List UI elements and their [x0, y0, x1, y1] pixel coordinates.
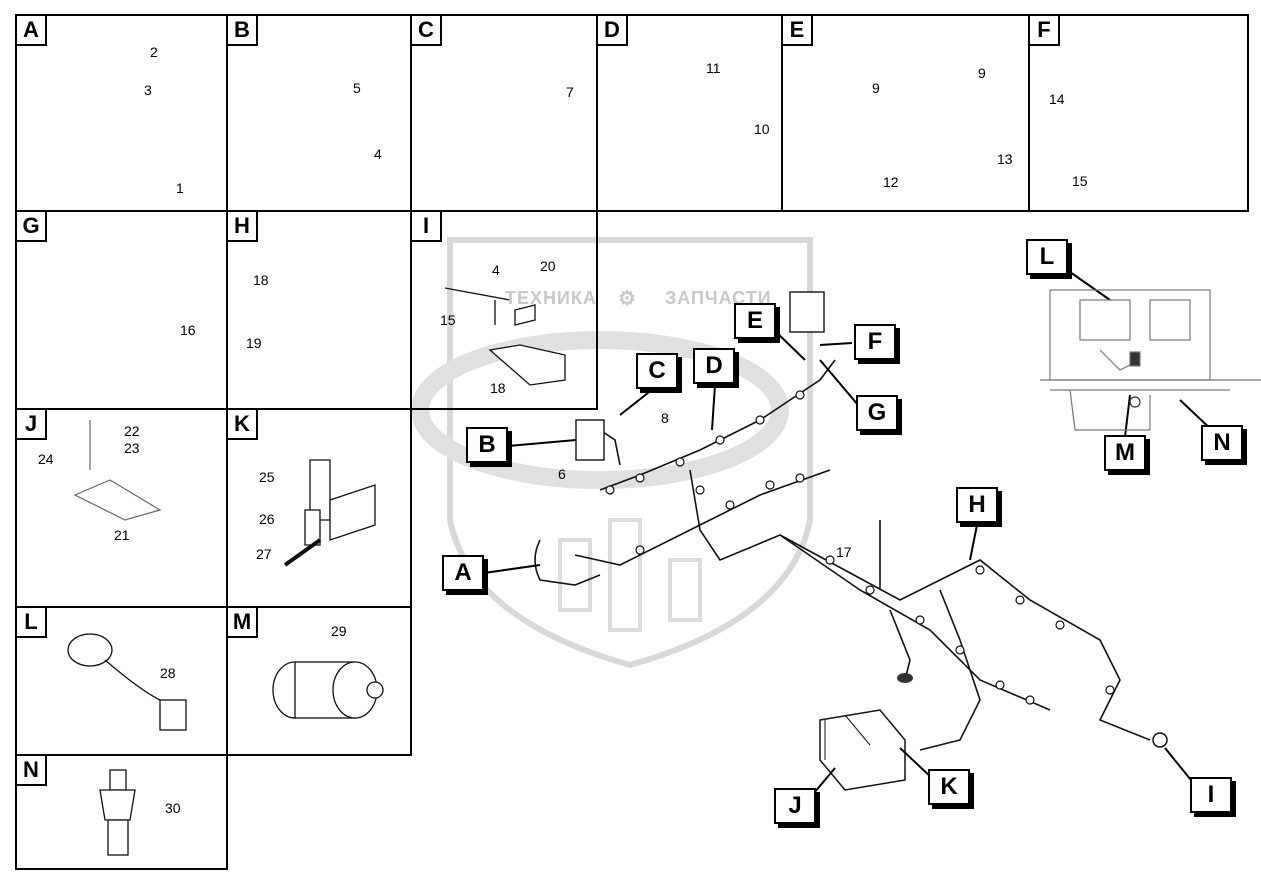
part-number: 2 — [150, 44, 158, 60]
panel-m-drawing — [272, 661, 384, 719]
callout-h: H — [956, 487, 998, 523]
panel-n-drawing — [99, 769, 136, 856]
part-number: 9 — [978, 65, 986, 81]
part-number: 17 — [836, 544, 852, 560]
part-number: 22 — [124, 423, 140, 439]
part-number: 10 — [754, 121, 770, 137]
harness-clips — [605, 390, 1115, 705]
panel-c-label: C — [412, 16, 442, 46]
panel-l-drawing — [67, 633, 187, 731]
panel-j-drawing — [73, 420, 162, 521]
panel-i-label: I — [412, 212, 442, 242]
panel-g-label: G — [17, 212, 47, 242]
panel-m-label: M — [228, 608, 258, 638]
panel-h-label: H — [228, 212, 258, 242]
part-number: 14 — [1049, 91, 1065, 107]
panel-l-label: L — [17, 608, 47, 638]
wire-harness — [534, 359, 1151, 751]
callout-k: K — [928, 769, 970, 805]
panel-d-label: D — [598, 16, 628, 46]
panel-k: K — [226, 408, 412, 608]
main-worklight — [575, 419, 605, 461]
part-number: 15 — [1072, 173, 1088, 189]
callout-a: A — [442, 555, 484, 591]
callout-i: I — [1190, 777, 1232, 813]
part-number: 27 — [256, 546, 272, 562]
panel-g: G — [15, 210, 228, 410]
watermark-text-left: ТЕХНИКА — [505, 288, 597, 308]
callout-j: J — [774, 788, 816, 824]
panel-e-label: E — [783, 16, 813, 46]
part-number: 19 — [246, 335, 262, 351]
panel-e: E — [781, 14, 1030, 212]
part-number: 29 — [331, 623, 347, 639]
part-number: 9 — [872, 80, 880, 96]
panel-h: H — [226, 210, 412, 410]
engine-illustration — [1040, 289, 1261, 431]
part-number: 18 — [490, 380, 506, 396]
part-number: 7 — [566, 84, 574, 100]
callout-f: F — [854, 324, 896, 360]
part-number: 12 — [883, 174, 899, 190]
panel-j: J — [15, 408, 228, 608]
part-number: 15 — [440, 312, 456, 328]
callout-d: D — [693, 348, 735, 384]
part-number: 6 — [558, 466, 566, 482]
panel-i-drawing — [444, 287, 566, 386]
watermark-gear-icon: ⚙ — [618, 288, 637, 310]
callout-n: N — [1201, 425, 1243, 461]
callout-g: G — [856, 395, 898, 431]
part-number: 5 — [353, 80, 361, 96]
panel-m: M — [226, 606, 412, 756]
watermark-logo — [411, 331, 789, 489]
part-number: 24 — [38, 451, 54, 467]
callout-e: E — [734, 303, 776, 339]
part-number: 20 — [540, 258, 556, 274]
panel-i: I — [410, 210, 598, 410]
panel-k-label: K — [228, 410, 258, 440]
part-number: 28 — [160, 665, 176, 681]
panel-n: N — [15, 754, 228, 870]
panel-b-label: B — [228, 16, 258, 46]
part-number: 23 — [124, 440, 140, 456]
panel-b: B — [226, 14, 412, 212]
callout-b: B — [466, 427, 508, 463]
panel-c: C — [410, 14, 598, 212]
callout-l: L — [1026, 239, 1068, 275]
panel-a-label: A — [17, 16, 47, 46]
part-number: 26 — [259, 511, 275, 527]
callout-c: C — [636, 353, 678, 389]
panel-n-label: N — [17, 756, 47, 786]
panel-l: L — [15, 606, 228, 756]
callout-m: M — [1104, 435, 1146, 471]
part-number: 8 — [661, 410, 669, 426]
part-number: 18 — [253, 272, 269, 288]
panel-k-drawing — [283, 459, 376, 567]
panel-f-label: F — [1030, 16, 1060, 46]
part-number: 11 — [706, 60, 721, 76]
part-number: 30 — [165, 800, 181, 816]
part-number: 4 — [374, 146, 382, 162]
part-number: 25 — [259, 469, 275, 485]
part-number: 16 — [180, 322, 196, 338]
panel-j-label: J — [17, 410, 47, 440]
panel-a: A — [15, 14, 228, 212]
panel-d: D — [596, 14, 783, 212]
main-beacon — [789, 291, 825, 333]
main-sensor — [1152, 732, 1168, 748]
panel-f: F — [1028, 14, 1249, 212]
part-number: 4 — [492, 262, 500, 278]
part-number: 21 — [114, 527, 130, 543]
part-number: 3 — [144, 82, 152, 98]
part-number: 13 — [997, 151, 1013, 167]
main-control-box — [819, 709, 906, 791]
part-number: 1 — [176, 180, 184, 196]
